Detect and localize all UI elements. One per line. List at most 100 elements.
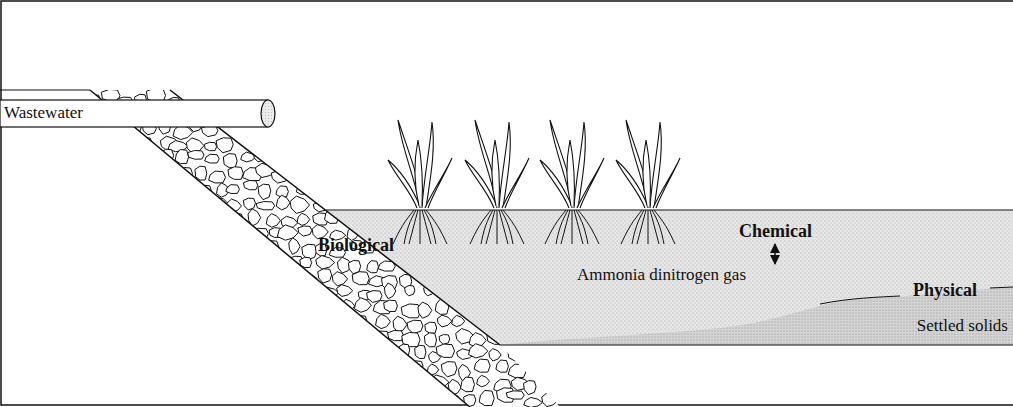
substance-label: Ammonia dinitrogen gas xyxy=(577,266,746,285)
gravel-rock xyxy=(464,395,476,407)
reed-leaf xyxy=(577,158,604,208)
gravel-rock xyxy=(367,261,379,273)
pipe-mouth xyxy=(261,100,275,127)
gravel-rock xyxy=(332,272,347,286)
gravel-rock xyxy=(354,316,368,329)
gravel-rock xyxy=(289,238,300,254)
gravel-rock xyxy=(441,362,457,377)
gravel-rock xyxy=(256,202,274,210)
gravel-rock xyxy=(489,349,501,361)
gravel-rock xyxy=(477,375,490,386)
sediment-surface xyxy=(990,287,1013,288)
gravel-rocks xyxy=(89,88,558,407)
gravel-rock xyxy=(405,286,415,296)
gravel-rock xyxy=(542,393,558,407)
reed-plant xyxy=(465,120,529,244)
gravel-rock xyxy=(266,214,280,228)
sediment-surface xyxy=(820,296,900,304)
reed-root xyxy=(637,210,646,244)
gravel-rock xyxy=(298,226,312,236)
water-body xyxy=(326,210,1013,345)
reed-leaf xyxy=(643,140,650,206)
gravel-rock xyxy=(436,344,454,357)
reed-leaf xyxy=(425,158,452,208)
gravel-rock xyxy=(277,225,298,240)
gravel-rock xyxy=(384,283,395,299)
gravel-rock xyxy=(258,184,271,199)
gravel-rock xyxy=(223,154,237,168)
gravel-rock xyxy=(506,391,524,399)
gravel-rock xyxy=(393,316,407,332)
exchange-arrow xyxy=(774,244,776,264)
gravel-rock xyxy=(384,300,398,311)
gravel-rock xyxy=(479,390,494,405)
gravel-rock xyxy=(226,185,240,194)
gravel-rock xyxy=(407,320,423,333)
gravel-rock xyxy=(216,138,233,153)
inflow-pipe xyxy=(0,100,268,127)
gravel-rock xyxy=(424,333,436,347)
gravel-rock xyxy=(508,348,523,361)
pipe-label: Wastewater xyxy=(4,104,87,123)
gravel-rock xyxy=(448,379,461,395)
gravel-rock xyxy=(354,298,371,312)
gravel-rock xyxy=(244,180,258,189)
gravel-rock xyxy=(175,150,188,164)
water-surface xyxy=(326,209,1013,210)
reed-root xyxy=(572,210,573,244)
reed-root xyxy=(654,210,675,244)
reed-root xyxy=(420,210,421,244)
gravel-rock xyxy=(524,397,543,407)
gravel-rock xyxy=(461,377,475,392)
gravel-rock xyxy=(251,228,268,240)
embankment-inner xyxy=(170,90,500,345)
gravel-rock xyxy=(508,364,526,377)
gravel-rock xyxy=(271,171,288,184)
pipe-label-box: Wastewater xyxy=(4,101,87,126)
reed-root xyxy=(648,210,649,244)
gravel-rock xyxy=(376,314,391,328)
gravel-rock xyxy=(474,359,490,372)
gravel-rock xyxy=(496,360,508,372)
reed-root xyxy=(578,210,599,244)
reed-root xyxy=(497,210,498,244)
reed-leaf xyxy=(567,140,574,206)
gravel-rock xyxy=(439,335,450,345)
gravel-rock xyxy=(337,285,353,297)
gravel-rock xyxy=(243,198,255,210)
process-label: Physical xyxy=(913,281,977,301)
gravel-rock xyxy=(352,272,369,285)
reed-root xyxy=(561,210,570,244)
gravel-rock xyxy=(425,322,437,333)
reed-root xyxy=(486,210,495,244)
ground-line xyxy=(0,89,90,90)
gravel-rock xyxy=(415,345,426,358)
gravel-rock xyxy=(297,213,310,225)
gravel-rock xyxy=(264,241,279,254)
gravel-rock xyxy=(204,142,216,150)
basin-bottom xyxy=(500,344,1013,345)
reed-root xyxy=(426,210,447,244)
reed-plants xyxy=(388,120,680,244)
gravel-rock xyxy=(469,344,488,358)
gravel-rock xyxy=(209,171,226,183)
gravel-rock xyxy=(418,302,432,318)
reed-leaf xyxy=(415,140,422,206)
embankment-outer xyxy=(90,90,470,407)
gravel-band xyxy=(90,90,560,407)
gravel-rock xyxy=(524,381,537,395)
gravel-rock xyxy=(228,167,243,180)
gravel-rock xyxy=(205,154,220,163)
reed-leaf xyxy=(502,158,529,208)
reed-leaf xyxy=(653,158,680,208)
gravel-rock xyxy=(195,166,207,180)
reed-plant xyxy=(388,120,452,244)
gravel-rock xyxy=(435,299,449,314)
process-label: Biological xyxy=(318,236,394,256)
reed-root xyxy=(409,210,418,244)
reed-plant xyxy=(616,120,680,244)
gravel-rock xyxy=(298,274,317,284)
